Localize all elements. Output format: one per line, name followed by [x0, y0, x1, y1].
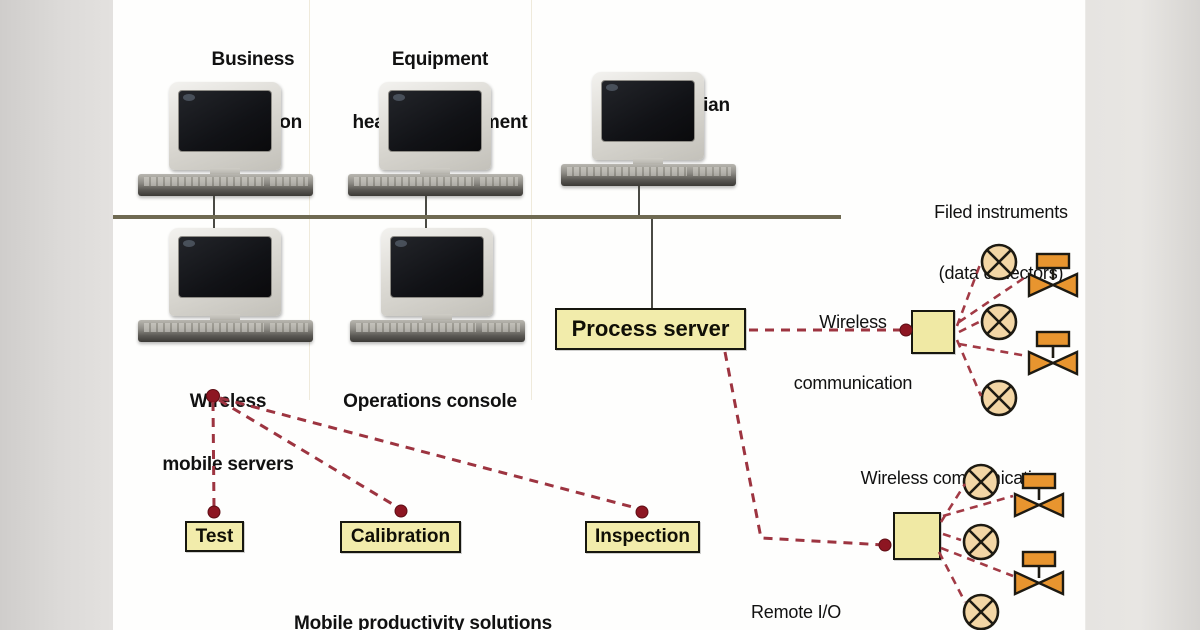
- link-mobile-servers-to-inspection: [219, 396, 641, 511]
- bus-drop-wire-ehm-top: [425, 196, 427, 218]
- label-wireless-communication-link: Wireless communication: [793, 312, 913, 393]
- process-server-box[interactable]: Process server: [555, 308, 746, 350]
- link-lower-concentrator-to-v1: [942, 494, 1014, 518]
- control-valve-icon-l1: [1011, 472, 1065, 518]
- control-valve-icon-l2: [1011, 550, 1065, 596]
- link-lower-concentrator-to-v2: [940, 546, 1014, 578]
- field-transmitter-icon-l2: [961, 522, 1000, 561]
- wireless-link-overlay: [206, 261, 1028, 603]
- link-upper-concentrator-to-v1: [958, 274, 1028, 324]
- node-dot-upper-concentrator: [899, 323, 913, 337]
- link-process-server-to-lower-concentrator: [723, 351, 886, 547]
- link-mobile-servers-to-calibration: [218, 398, 400, 510]
- link-upper-concentrator-to-t2: [958, 320, 980, 334]
- link-mobile-servers-to-test: [211, 401, 216, 509]
- column-separator-1: [309, 0, 310, 400]
- label-operations-console: Operations console: [343, 390, 517, 412]
- link-upper-concentrator-to-t1: [955, 261, 983, 327]
- node-dot-inspection: [635, 505, 649, 519]
- computer-workstation-icon-mobile-servers: [138, 228, 313, 348]
- control-valve-icon-u2: [1025, 330, 1079, 376]
- computer-workstation-icon-business: [138, 82, 313, 202]
- link-upper-concentrator-to-v2: [958, 342, 1028, 358]
- computer-workstation-icon-historian: [561, 72, 736, 192]
- mobile-box-test[interactable]: Test: [185, 521, 244, 552]
- field-transmitter-icon-l1: [961, 462, 1000, 501]
- data-concentrator-icon-lower[interactable]: [893, 512, 941, 560]
- mobile-caption-heading: Mobile productivity solutions Test, cali…: [293, 612, 553, 630]
- column-separator-2: [531, 0, 532, 400]
- process-server-label: Process server: [571, 316, 730, 341]
- bus-drop-wire-process-server: [651, 219, 653, 309]
- mobile-box-calibration-label: Calibration: [350, 526, 451, 547]
- data-concentrator-icon-upper[interactable]: [911, 310, 955, 354]
- control-valve-icon-u1: [1025, 252, 1079, 298]
- field-transmitter-icon-u2: [979, 302, 1018, 341]
- mobile-box-inspection[interactable]: Inspection: [585, 521, 700, 553]
- computer-workstation-icon-ops-console: [350, 228, 525, 348]
- bus-drop-wire-historian-top: [638, 186, 640, 218]
- field-transmitter-icon-u1: [979, 242, 1018, 281]
- bus-drop-wire-business-top: [213, 196, 215, 218]
- field-transmitter-icon-l3: [961, 592, 1000, 630]
- node-dot-lower-concentrator: [878, 538, 892, 552]
- computer-workstation-icon-ehm: [348, 82, 523, 202]
- mobile-box-inspection-label: Inspection: [594, 526, 690, 547]
- link-lower-concentrator-to-t2: [942, 532, 962, 542]
- link-lower-concentrator-to-t3: [937, 551, 967, 603]
- node-dot-mobile-servers: [206, 389, 220, 403]
- control-network-bus: [113, 215, 841, 219]
- mobile-box-test-label: Test: [195, 525, 234, 547]
- field-transmitter-icon-u3: [979, 378, 1018, 417]
- node-dot-test: [207, 505, 221, 519]
- link-upper-concentrator-to-t3: [955, 339, 983, 397]
- diagram-canvas: Business application CMMS, ERP ... Equip…: [113, 0, 1085, 630]
- node-dot-calibration: [394, 504, 408, 518]
- mobile-box-calibration[interactable]: Calibration: [340, 521, 461, 553]
- label-remote-io: Remote I/O (data concentrators): [751, 602, 842, 623]
